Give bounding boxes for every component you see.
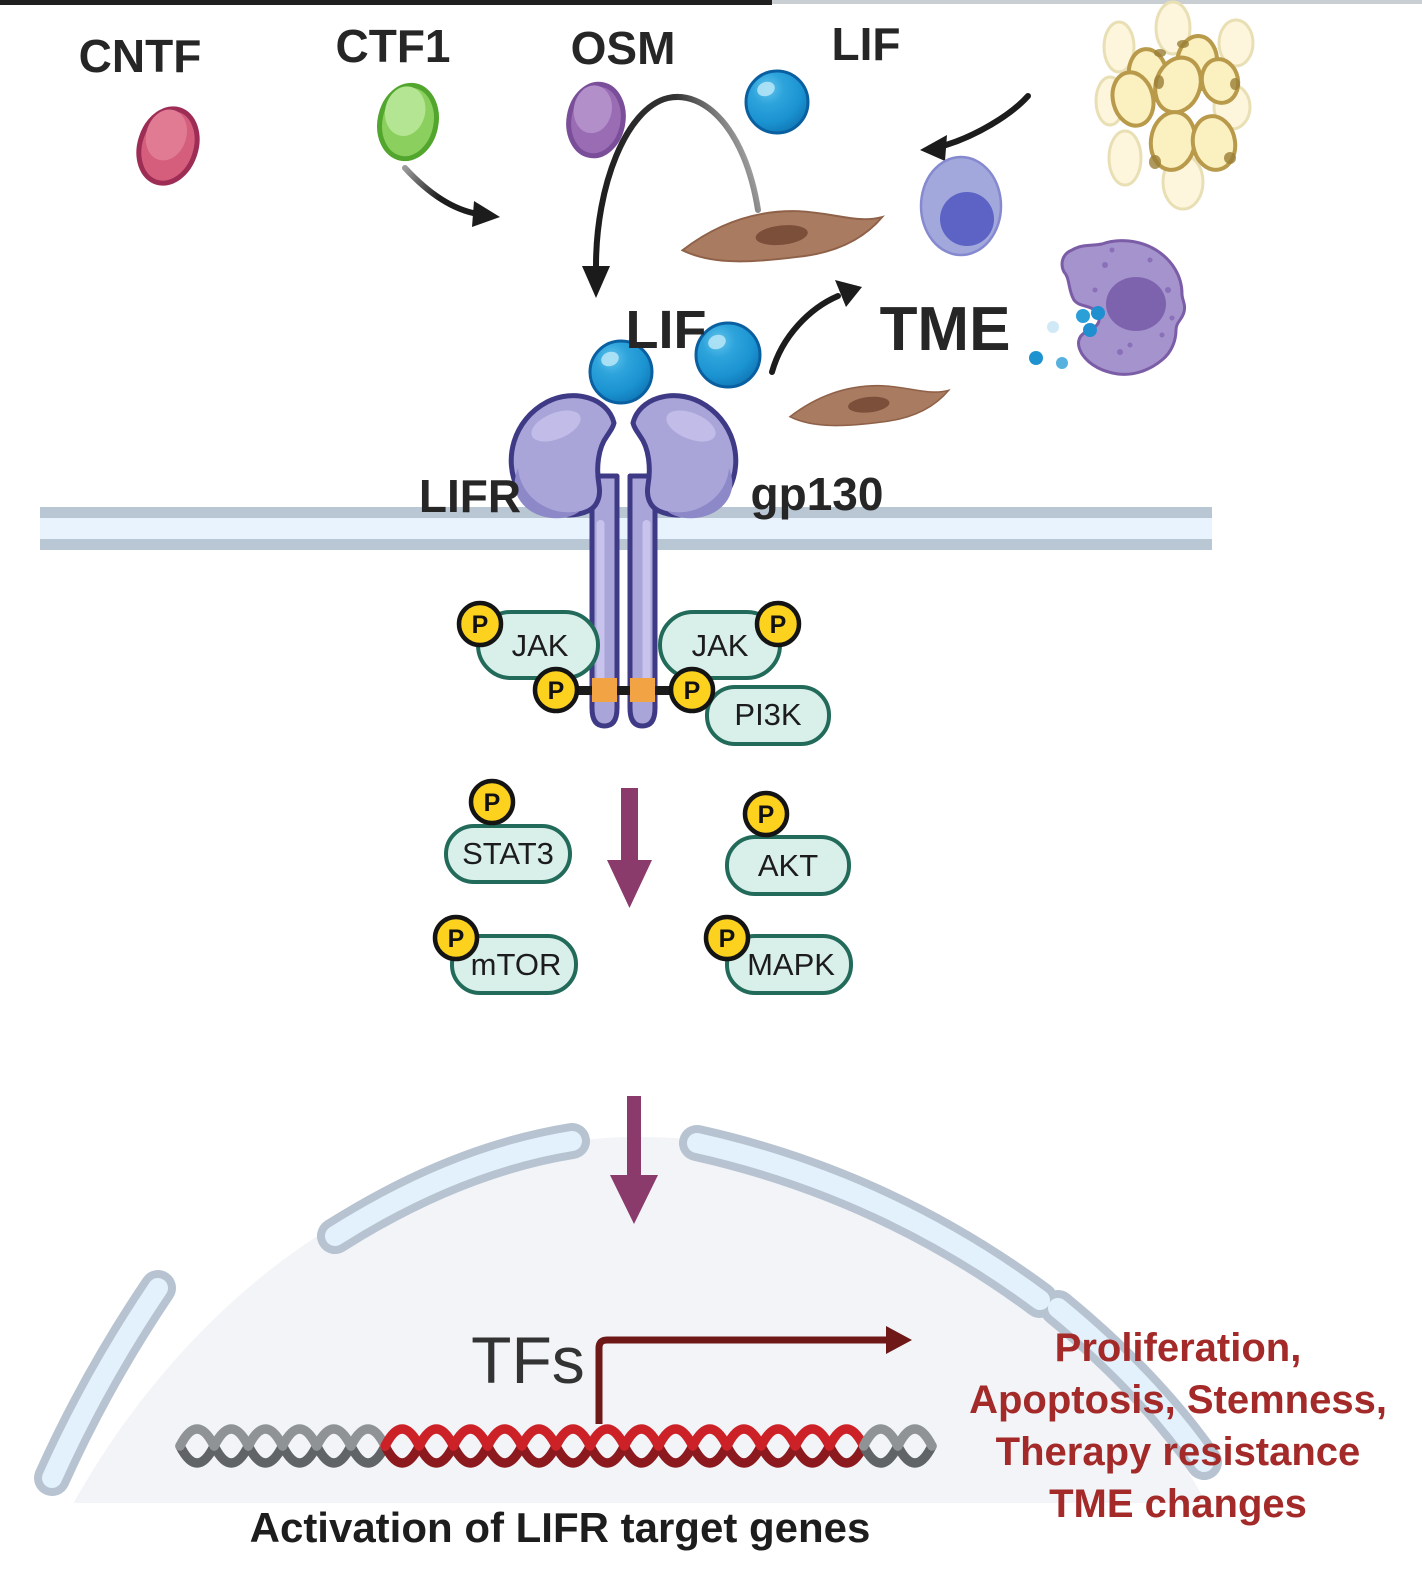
akt-pill: AKT	[725, 835, 851, 896]
lif-molecule-icon	[588, 339, 654, 405]
nucleus-entry-arrow-icon	[610, 1096, 658, 1224]
svg-text:JAK: JAK	[692, 628, 749, 663]
cell-membrane	[40, 507, 1212, 550]
figure-caption: Activation of LIFR target genes	[250, 1504, 871, 1551]
jak-left-pill: JAK	[476, 610, 600, 680]
macrophage-icon	[1029, 239, 1187, 376]
fibroblast-icon	[788, 382, 951, 429]
svg-text:STAT3: STAT3	[462, 836, 554, 871]
ctf1-arrow-icon	[402, 165, 500, 227]
figure-top-edge-light	[772, 0, 1422, 4]
lif-top-label: LIF	[832, 18, 901, 70]
svg-text:P: P	[770, 611, 787, 639]
osm-ligand-icon	[566, 81, 626, 159]
ctf1-label: CTF1	[336, 20, 451, 72]
phosphate-icon: P	[754, 600, 802, 648]
figure-top-edge-dark	[0, 0, 772, 5]
svg-text:AKT: AKT	[758, 848, 818, 883]
tme-arrow-icon	[769, 280, 862, 375]
gp130-label: gp130	[751, 468, 884, 520]
svg-text:Therapy resistance: Therapy resistance	[996, 1430, 1361, 1474]
lif-mid-label: LIF	[626, 300, 707, 360]
nucleus	[34, 1123, 1222, 1503]
svg-text:P: P	[448, 925, 465, 953]
transcription-start-arrow-icon	[595, 1326, 912, 1424]
phosphate-icon: P	[456, 600, 504, 648]
svg-text:P: P	[758, 801, 775, 829]
svg-text:JAK: JAK	[512, 628, 569, 663]
svg-text:P: P	[719, 925, 736, 953]
svg-text:TME changes: TME changes	[1049, 1482, 1307, 1526]
mtor-pill: mTOR	[450, 934, 578, 995]
phospho-tail	[556, 678, 692, 702]
adipocyte-cluster-icon	[1094, 0, 1255, 211]
fibroblast-icon	[680, 206, 885, 265]
ctf1-ligand-icon	[377, 82, 439, 162]
phosphate-icon: P	[668, 666, 716, 714]
pi3k-pill: PI3K	[705, 685, 831, 746]
svg-text:PI3K: PI3K	[734, 697, 802, 732]
lifr-label: LIFR	[419, 470, 521, 522]
osm-lif-arc-arrow-icon	[582, 93, 761, 298]
osm-label: OSM	[571, 22, 676, 74]
phosphate-icon: P	[703, 914, 751, 962]
svg-text:Apoptosis, Stemness,: Apoptosis, Stemness,	[969, 1378, 1387, 1422]
tme-label: TME	[880, 295, 1011, 364]
nuclear-envelope-icon	[34, 1123, 1222, 1496]
svg-text:P: P	[684, 677, 701, 705]
cntf-ligand-icon	[136, 106, 200, 186]
svg-text:P: P	[472, 611, 489, 639]
secreted-lif-vesicles-icon	[1029, 306, 1105, 369]
svg-text:P: P	[484, 789, 501, 817]
mapk-pill: MAPK	[725, 934, 853, 995]
phosphate-icon: P	[742, 790, 790, 838]
svg-text:P: P	[548, 677, 565, 705]
lymphocyte-icon	[919, 155, 1003, 257]
phosphate-icon: P	[532, 666, 580, 714]
svg-text:MAPK: MAPK	[747, 947, 835, 982]
phosphate-icon: P	[468, 778, 516, 826]
tfs-label: TFs	[471, 1323, 585, 1397]
svg-text:Proliferation,: Proliferation,	[1055, 1326, 1302, 1370]
cntf-label: CNTF	[79, 30, 202, 82]
lif-molecule-icon	[694, 321, 762, 389]
outcome-text: Proliferation, Apoptosis, Stemness, Ther…	[969, 1326, 1387, 1526]
svg-text:mTOR: mTOR	[471, 947, 562, 982]
signal-down-arrow-icon	[607, 788, 652, 908]
lif-molecule-icon	[744, 69, 810, 135]
adipocyte-arrow-icon	[920, 93, 1031, 161]
stat3-pill: STAT3	[444, 824, 572, 884]
phosphate-icon: P	[432, 914, 480, 962]
dna-helix-icon	[175, 1424, 937, 1468]
